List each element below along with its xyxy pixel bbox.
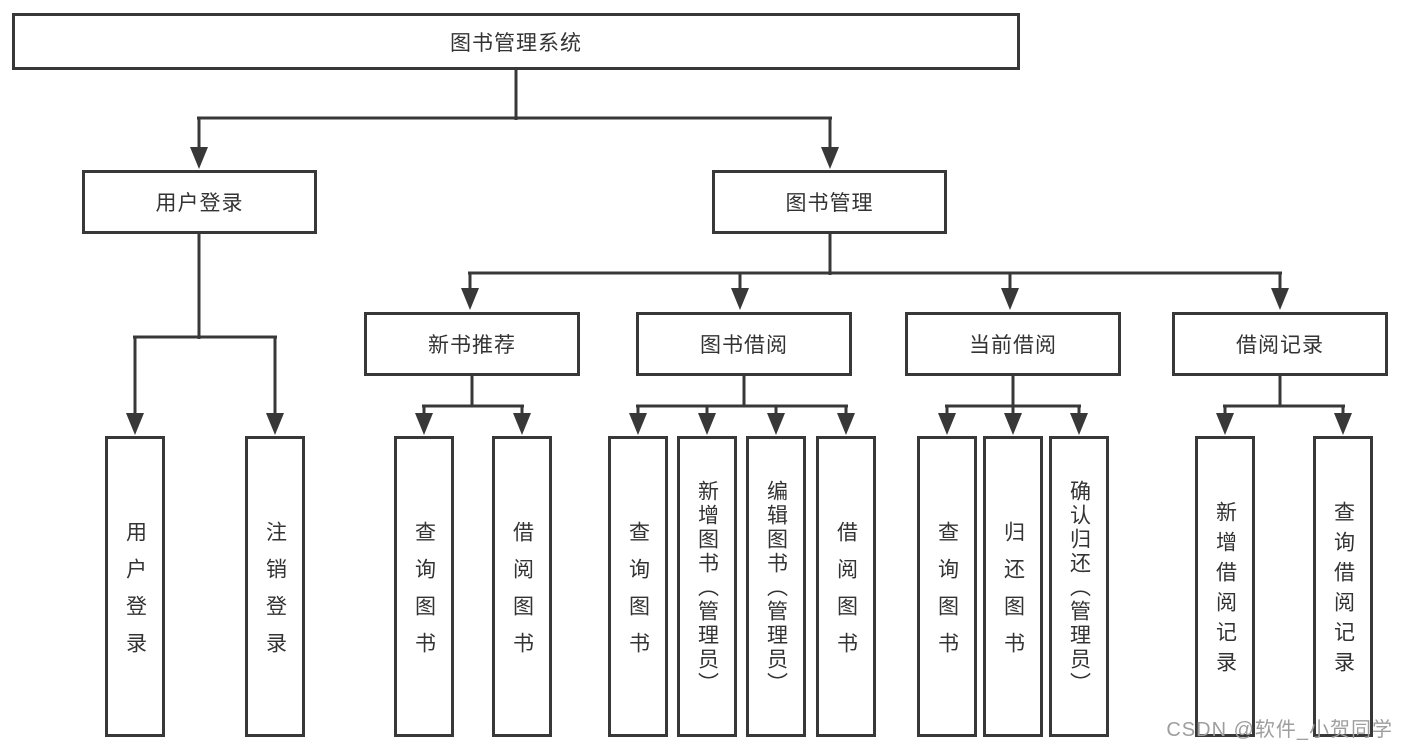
node-current-borrow: 当前借阅 <box>905 312 1121 376</box>
arrowhead-down-icon <box>1001 288 1019 310</box>
node-leaf-query-borrow-record-label: 查询借阅记录 <box>1331 501 1355 681</box>
node-new-book-recommend-label: 新书推荐 <box>428 334 516 357</box>
connector-userlogin-drop <box>273 337 277 415</box>
connector-userlogin-stem <box>197 234 201 339</box>
node-new-book-recommend: 新书推荐 <box>364 312 580 376</box>
connector-bookmgmt-stem <box>828 234 832 275</box>
node-leaf-add-borrow-record-label: 新增借阅记录 <box>1213 501 1237 681</box>
connector-bookmgmt-bar <box>468 271 1282 275</box>
connector-records-drop <box>1341 406 1345 416</box>
node-leaf-user-login: 用户登录 <box>105 436 165 737</box>
connector-borrow-bar <box>636 404 848 408</box>
connector-userlogin-bar <box>133 335 277 339</box>
arrowhead-down-icon <box>266 413 284 435</box>
connector-bookmgmt-drop <box>468 273 472 291</box>
node-system-title: 图书管理系统 <box>12 13 1020 70</box>
connector-borrow-drop <box>705 406 709 416</box>
connector-current-stem <box>1011 376 1015 407</box>
node-book-borrow-label: 图书借阅 <box>700 334 788 357</box>
connector-current-drop <box>1077 406 1081 416</box>
node-book-management-label: 图书管理 <box>785 192 874 215</box>
connector-borrow-drop <box>774 406 778 416</box>
node-leaf-edit-book-admin: 编辑图书（管理员） <box>746 436 806 737</box>
arrowhead-down-icon <box>1070 413 1088 435</box>
arrowhead-down-icon <box>1271 288 1289 310</box>
node-leaf-query-books-2: 查询图书 <box>608 436 668 737</box>
node-book-management: 图书管理 <box>712 170 947 234</box>
connector-borrow-drop <box>844 406 848 416</box>
connector-records-bar <box>1223 404 1345 408</box>
connector-bookmgmt-drop <box>1278 273 1282 291</box>
connector-current-drop <box>1011 406 1015 416</box>
node-leaf-borrow-books-2: 借阅图书 <box>816 436 876 737</box>
arrowhead-down-icon <box>821 147 839 169</box>
node-borrow-records: 借阅记录 <box>1172 312 1388 376</box>
node-leaf-add-book-admin: 新增图书（管理员） <box>677 436 737 737</box>
node-book-borrow: 图书借阅 <box>636 312 852 376</box>
connector-records-drop <box>1223 406 1227 416</box>
arrowhead-down-icon <box>513 413 531 435</box>
arrowhead-down-icon <box>1334 413 1352 435</box>
node-user-login-label: 用户登录 <box>155 192 244 215</box>
connector-current-drop <box>945 406 949 416</box>
arrowhead-down-icon <box>1004 413 1022 435</box>
node-leaf-user-login-label: 用户登录 <box>123 520 147 669</box>
node-leaf-borrow-books-2-label: 借阅图书 <box>834 520 858 669</box>
connector-root-drop-left <box>197 118 201 150</box>
node-leaf-query-books-3: 查询图书 <box>917 436 977 737</box>
arrowhead-down-icon <box>126 413 144 435</box>
node-leaf-add-borrow-record: 新增借阅记录 <box>1195 436 1255 737</box>
node-leaf-return-book-label: 归还图书 <box>1001 520 1025 669</box>
connector-newbook-drop <box>422 406 426 416</box>
arrowhead-down-icon <box>461 288 479 310</box>
connector-newbook-drop <box>520 406 524 416</box>
connector-bookmgmt-drop <box>738 273 742 291</box>
node-leaf-query-books-1: 查询图书 <box>394 436 454 737</box>
node-leaf-borrow-books-1-label: 借阅图书 <box>510 520 534 669</box>
connector-root-drop-right <box>828 118 832 150</box>
connector-root-stem <box>514 68 518 120</box>
node-leaf-query-books-1-label: 查询图书 <box>412 520 436 669</box>
node-current-borrow-label: 当前借阅 <box>969 334 1057 357</box>
node-leaf-logout: 注销登录 <box>245 436 305 737</box>
csdn-watermark: CSDN @软件_小贺同学 <box>1166 719 1393 741</box>
node-leaf-add-book-admin-label: 新增图书（管理员） <box>695 480 719 696</box>
node-leaf-query-borrow-record: 查询借阅记录 <box>1313 436 1373 737</box>
arrowhead-down-icon <box>767 413 785 435</box>
node-leaf-query-books-3-label: 查询图书 <box>935 520 959 669</box>
connector-root-bar <box>197 116 832 120</box>
arrowhead-down-icon <box>837 413 855 435</box>
arrowhead-down-icon <box>629 413 647 435</box>
node-leaf-confirm-return-admin-label: 确认归还（管理员） <box>1067 480 1091 696</box>
connector-borrow-drop <box>636 406 640 416</box>
node-leaf-logout-label: 注销登录 <box>263 520 287 669</box>
connector-userlogin-drop <box>133 337 137 415</box>
node-leaf-edit-book-admin-label: 编辑图书（管理员） <box>764 480 788 696</box>
node-leaf-borrow-books-1: 借阅图书 <box>492 436 552 737</box>
node-user-login: 用户登录 <box>82 170 317 234</box>
connector-newbook-bar <box>422 404 524 408</box>
connector-newbook-stem <box>470 376 474 407</box>
arrowhead-down-icon <box>698 413 716 435</box>
arrowhead-down-icon <box>1216 413 1234 435</box>
node-leaf-confirm-return-admin: 确认归还（管理员） <box>1049 436 1109 737</box>
arrowhead-down-icon <box>190 147 208 169</box>
arrowhead-down-icon <box>731 288 749 310</box>
connector-borrow-stem <box>742 376 746 407</box>
node-leaf-return-book: 归还图书 <box>983 436 1043 737</box>
connector-records-stem <box>1278 376 1282 407</box>
connector-bookmgmt-drop <box>1008 273 1012 291</box>
arrowhead-down-icon <box>938 413 956 435</box>
node-leaf-query-books-2-label: 查询图书 <box>626 520 650 669</box>
node-system-title-label: 图书管理系统 <box>450 31 582 55</box>
node-borrow-records-label: 借阅记录 <box>1236 334 1324 357</box>
arrowhead-down-icon <box>415 413 433 435</box>
